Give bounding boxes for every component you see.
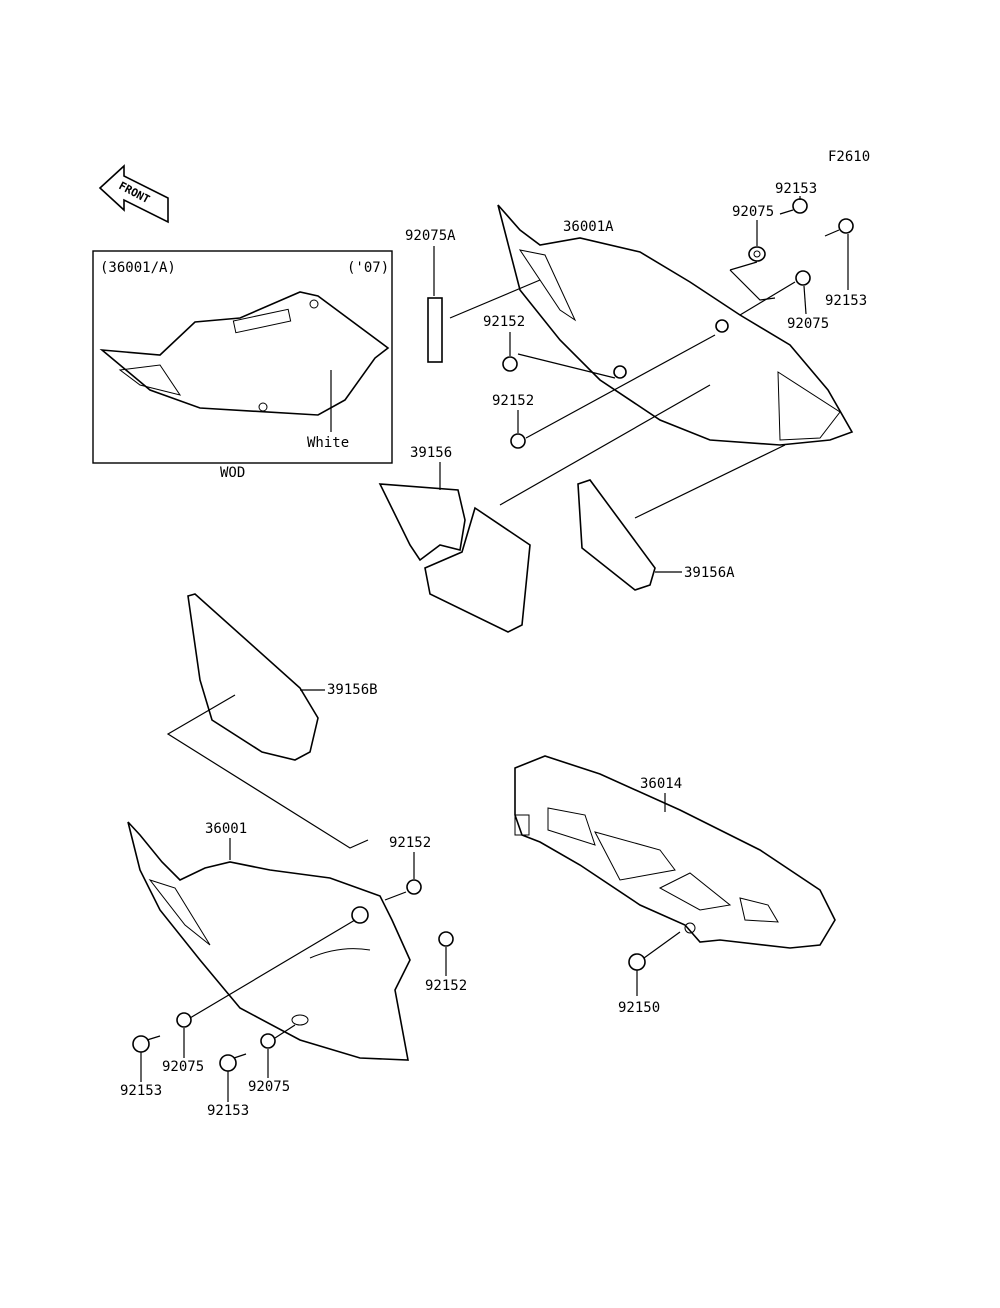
inset-color: White xyxy=(307,435,349,451)
label-39156B: 39156B xyxy=(327,682,378,698)
label-92075-right: 92075 xyxy=(787,316,829,332)
bolt-92153-right xyxy=(824,218,854,237)
decal-39156B xyxy=(187,593,319,761)
label-92075A: 92075A xyxy=(405,228,456,244)
label-92150: 92150 xyxy=(618,1000,660,1016)
decal-39156A xyxy=(577,479,656,591)
inset-caption: WOD xyxy=(220,465,245,481)
washer-92075-mid xyxy=(260,1033,276,1049)
bolt-92153-mid xyxy=(219,1053,247,1072)
washer-92075-left xyxy=(176,1012,192,1028)
label-92152-c: 92152 xyxy=(389,835,431,851)
decal-39156 xyxy=(378,483,531,633)
label-92153-mid: 92153 xyxy=(207,1103,249,1119)
label-39156: 39156 xyxy=(410,445,452,461)
figure-code: F2610 xyxy=(828,149,870,165)
label-36001A: 36001A xyxy=(563,219,614,235)
label-92152-a: 92152 xyxy=(483,314,525,330)
label-92153-left: 92153 xyxy=(120,1083,162,1099)
nut-92152-b xyxy=(510,433,526,449)
label-92153-right: 92153 xyxy=(825,293,867,309)
label-92152-d: 92152 xyxy=(425,978,467,994)
nut-92152-d xyxy=(438,931,454,947)
inset-side-cover xyxy=(99,291,390,416)
label-92152-b: 92152 xyxy=(492,393,534,409)
inset-ref: (36001/A) xyxy=(100,260,176,276)
label-92075-top: 92075 xyxy=(732,204,774,220)
label-36001: 36001 xyxy=(205,821,247,837)
strip-92075A xyxy=(427,297,443,363)
nut-92152-c xyxy=(406,879,422,895)
label-92075-left: 92075 xyxy=(162,1059,204,1075)
label-39156A: 39156A xyxy=(684,565,735,581)
bolt-92153-top xyxy=(779,198,808,215)
chain-guard-36014 xyxy=(514,755,836,949)
washer-92075-right xyxy=(795,270,811,286)
side-cover-36001A xyxy=(497,204,854,446)
front-arrow-icon: FRONT xyxy=(98,164,169,224)
label-36014: 36014 xyxy=(640,776,682,792)
inset-year: ('07) xyxy=(347,260,389,276)
label-92075-mid: 92075 xyxy=(248,1079,290,1095)
nut-92152-a xyxy=(502,356,518,372)
inset-box: (36001/A) ('07) White xyxy=(92,250,393,464)
bolt-92153-left xyxy=(132,1035,161,1053)
side-cover-36001 xyxy=(127,821,411,1061)
label-92153-top: 92153 xyxy=(775,181,817,197)
bolt-92150 xyxy=(628,931,681,971)
washer-92075-top xyxy=(748,246,766,262)
